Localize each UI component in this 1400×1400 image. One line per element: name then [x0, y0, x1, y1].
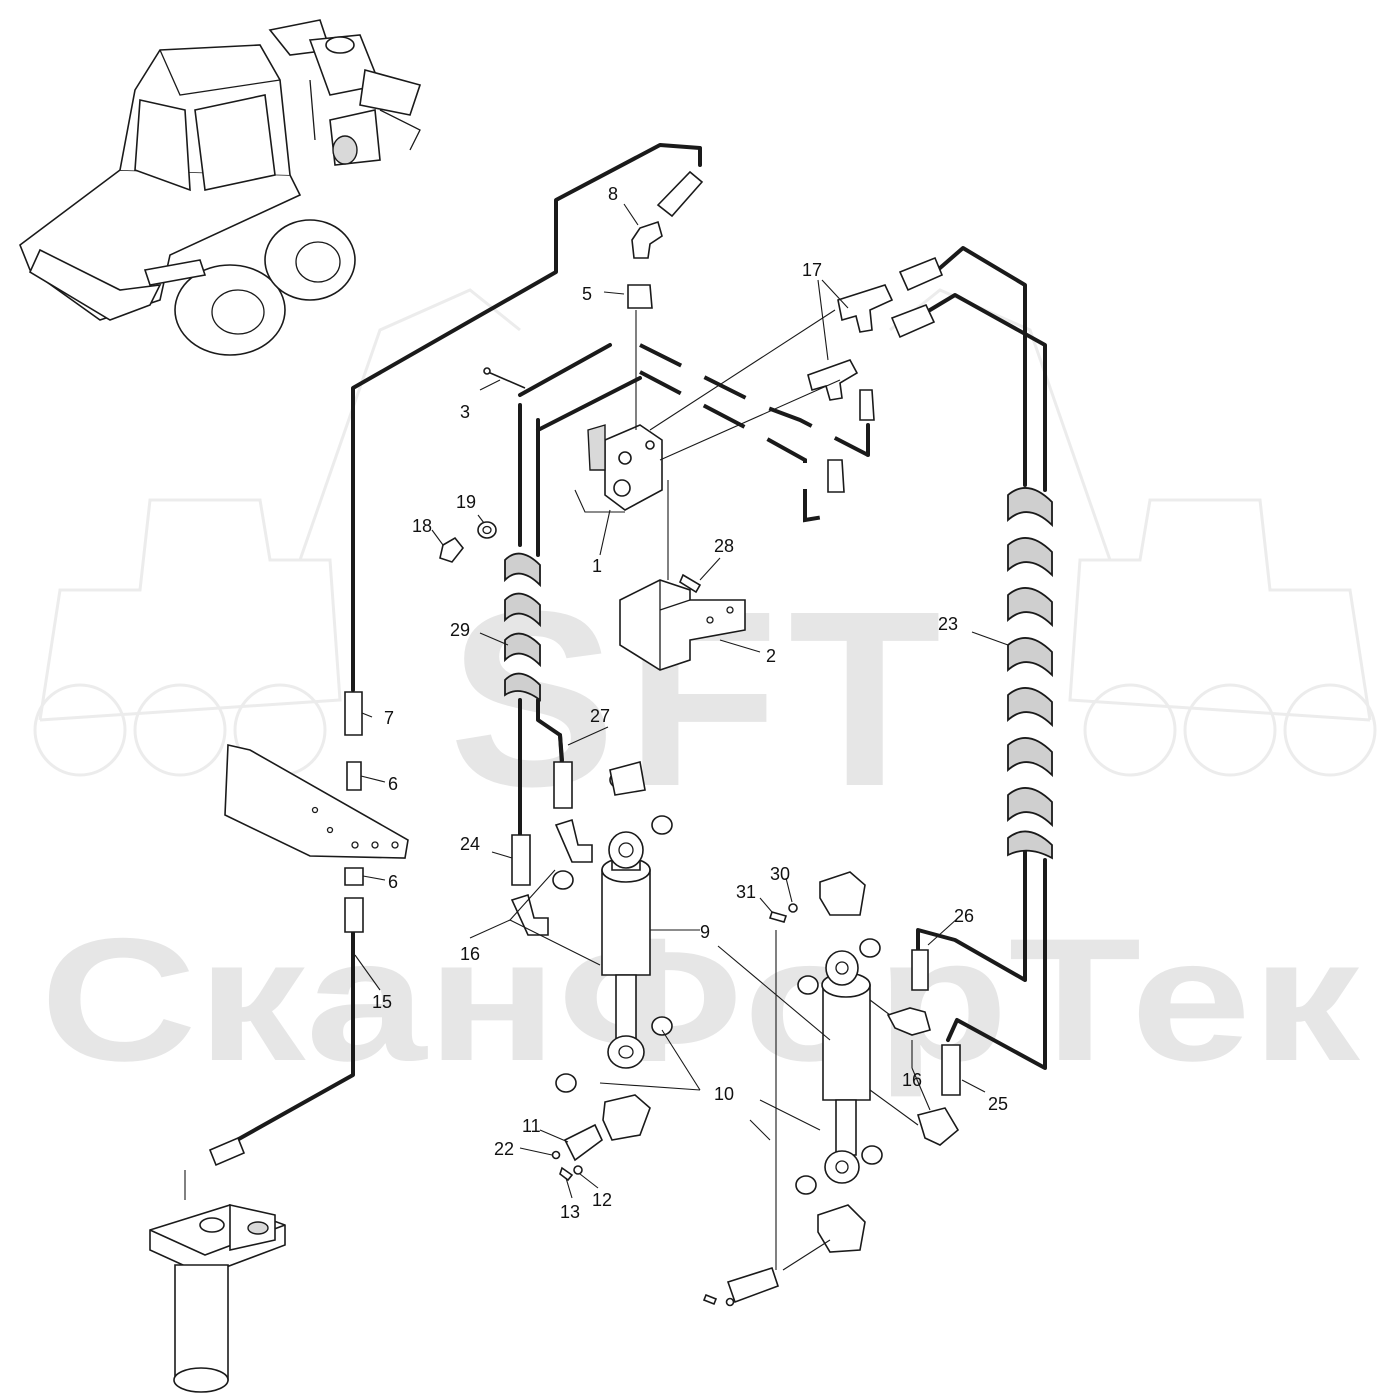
callout-16-right: 16 — [902, 1070, 922, 1090]
bolt-28 — [678, 573, 702, 594]
hydraulic-line-15 — [351, 143, 702, 692]
callout-1: 1 — [592, 556, 602, 576]
callout-31: 31 — [736, 882, 756, 902]
callout-19: 19 — [456, 492, 476, 512]
elbow-fitting-8 — [631, 220, 663, 259]
plug-18 — [439, 536, 465, 563]
callout-26: 26 — [954, 906, 974, 926]
protective-spiral-29 — [504, 552, 541, 702]
fitting-26 — [911, 949, 929, 991]
pin-11 — [563, 1123, 604, 1162]
callout-5: 5 — [582, 284, 592, 304]
mounting-plate — [224, 744, 409, 859]
callout-25: 25 — [988, 1094, 1008, 1114]
callout-6-lower: 6 — [388, 872, 398, 892]
bracket-2 — [619, 579, 746, 671]
fitting-24 — [511, 834, 531, 886]
callout-9: 9 — [700, 922, 710, 942]
callout-22: 22 — [494, 1139, 514, 1159]
callout-28: 28 — [714, 536, 734, 556]
fitting-25 — [941, 1044, 961, 1096]
callout-12: 12 — [592, 1190, 612, 1210]
callout-labels: 8 5 17 3 18 19 1 28 2 29 23 7 27 6 24 6 … — [372, 184, 1008, 1222]
callout-24: 24 — [460, 834, 480, 854]
fitting-6-upper — [346, 761, 362, 791]
callout-30: 30 — [770, 864, 790, 884]
callout-23: 23 — [938, 614, 958, 634]
callout-15: 15 — [372, 992, 392, 1012]
adapter-5 — [627, 284, 653, 309]
clevis-bracket-lower — [817, 1204, 866, 1253]
callout-2: 2 — [766, 646, 776, 666]
watermark-tractor-right — [889, 288, 1377, 777]
elbow-16-upper — [554, 818, 593, 863]
protective-spiral-23 — [1007, 487, 1053, 860]
tee-fitting-17-lower — [807, 359, 859, 401]
hydraulic-cylinder-right — [822, 984, 871, 1101]
washer-22 — [551, 1150, 561, 1160]
callout-10: 10 — [714, 1084, 734, 1104]
watermark-tractor-left — [33, 288, 521, 777]
callout-29: 29 — [450, 620, 470, 640]
callout-7: 7 — [384, 708, 394, 728]
callout-3: 3 — [460, 402, 470, 422]
callout-27: 27 — [590, 706, 610, 726]
tee-fitting-17-upper — [837, 284, 894, 333]
callout-18: 18 — [412, 516, 432, 536]
fitting-27 — [553, 761, 573, 809]
callout-8: 8 — [608, 184, 618, 204]
elbow-16-lower — [510, 893, 549, 936]
valve-block-1 — [604, 424, 663, 511]
hydraulic-cylinder-left — [601, 869, 651, 976]
leader-lines — [184, 203, 1009, 1271]
fitting-7 — [344, 691, 363, 736]
callout-16-left: 16 — [460, 944, 480, 964]
fitting-6-lower — [344, 867, 364, 886]
washer-30 — [788, 903, 798, 913]
clevis-bracket-upper — [819, 871, 866, 916]
bolt-3 — [487, 371, 526, 389]
watermark: SFT СканФорТек — [33, 288, 1377, 1098]
hydraulic-lines — [235, 143, 1047, 1142]
callout-17: 17 — [802, 260, 822, 280]
screw-13 — [559, 1166, 574, 1182]
callout-6-upper: 6 — [388, 774, 398, 794]
screw-31 — [768, 911, 788, 923]
washer-12 — [573, 1165, 583, 1175]
hydraulic-line-15-lower — [235, 928, 355, 1142]
callout-11: 11 — [522, 1116, 541, 1136]
washer-19 — [477, 521, 497, 539]
watermark-company-name: СканФорТек — [40, 903, 1361, 1098]
machine-overview-illustration — [19, 19, 422, 356]
callout-13: 13 — [560, 1202, 580, 1222]
parts — [149, 170, 961, 1393]
